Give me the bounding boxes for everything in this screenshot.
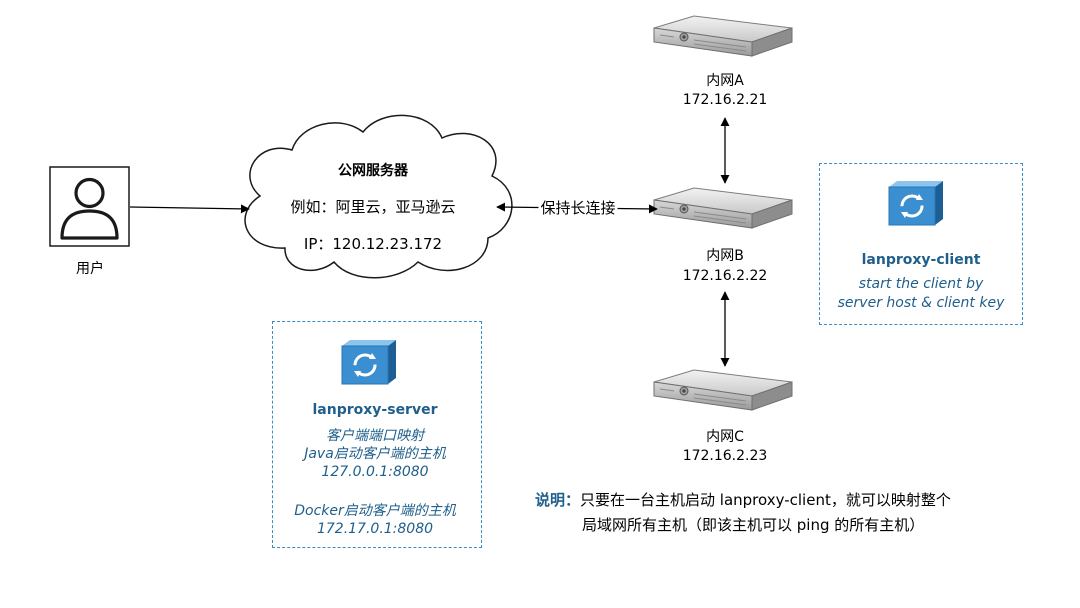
note-line2: 局域网所有主机（即该主机可以 ping 的所有主机） xyxy=(582,516,925,534)
user-label: 用户 xyxy=(76,261,104,277)
user-icon xyxy=(49,166,130,247)
cloud-title: 公网服务器 xyxy=(338,163,408,179)
cloud-example: 例如：阿里云，亚马逊云 xyxy=(290,198,456,216)
server-box-line3: 127.0.0.1:8080 xyxy=(321,464,429,480)
client-box xyxy=(819,163,1023,325)
host-b-ip: 172.16.2.22 xyxy=(682,268,768,284)
note-label: 说明： xyxy=(535,491,581,509)
server-box-line4: Docker启动客户端的主机 xyxy=(294,503,456,519)
server-icon-b xyxy=(653,187,793,229)
server-box-line2: Java启动客户端的主机 xyxy=(304,446,446,462)
edge-label: 保持长连接 xyxy=(538,199,618,218)
note: 说明：只要在一台主机启动 lanproxy-client，就可以映射整个 xyxy=(535,489,951,512)
client-box-line2: server host & client key xyxy=(837,295,1005,311)
note-line1: 只要在一台主机启动 lanproxy-client，就可以映射整个 xyxy=(580,491,951,509)
edge-user-cloud xyxy=(129,204,250,214)
server-box-line1: 客户端端口映射 xyxy=(326,428,424,444)
client-box-title: lanproxy-client xyxy=(861,252,981,268)
host-a-ip: 172.16.2.21 xyxy=(682,92,768,108)
server-box-line5: 172.17.0.1:8080 xyxy=(316,521,434,537)
server-box-title: lanproxy-server xyxy=(312,402,438,418)
client-box-line1: start the client by xyxy=(858,276,984,292)
host-c-name: 内网C xyxy=(706,429,744,445)
server-icon-c xyxy=(653,369,793,411)
cloud-shape xyxy=(244,114,513,279)
server-icon-a xyxy=(653,15,793,57)
host-a-name: 内网A xyxy=(706,73,744,89)
host-b-name: 内网B xyxy=(706,248,744,264)
server-box xyxy=(272,321,482,548)
host-c-ip: 172.16.2.23 xyxy=(682,448,768,464)
cloud-ip: IP：120.12.23.172 xyxy=(303,235,443,253)
